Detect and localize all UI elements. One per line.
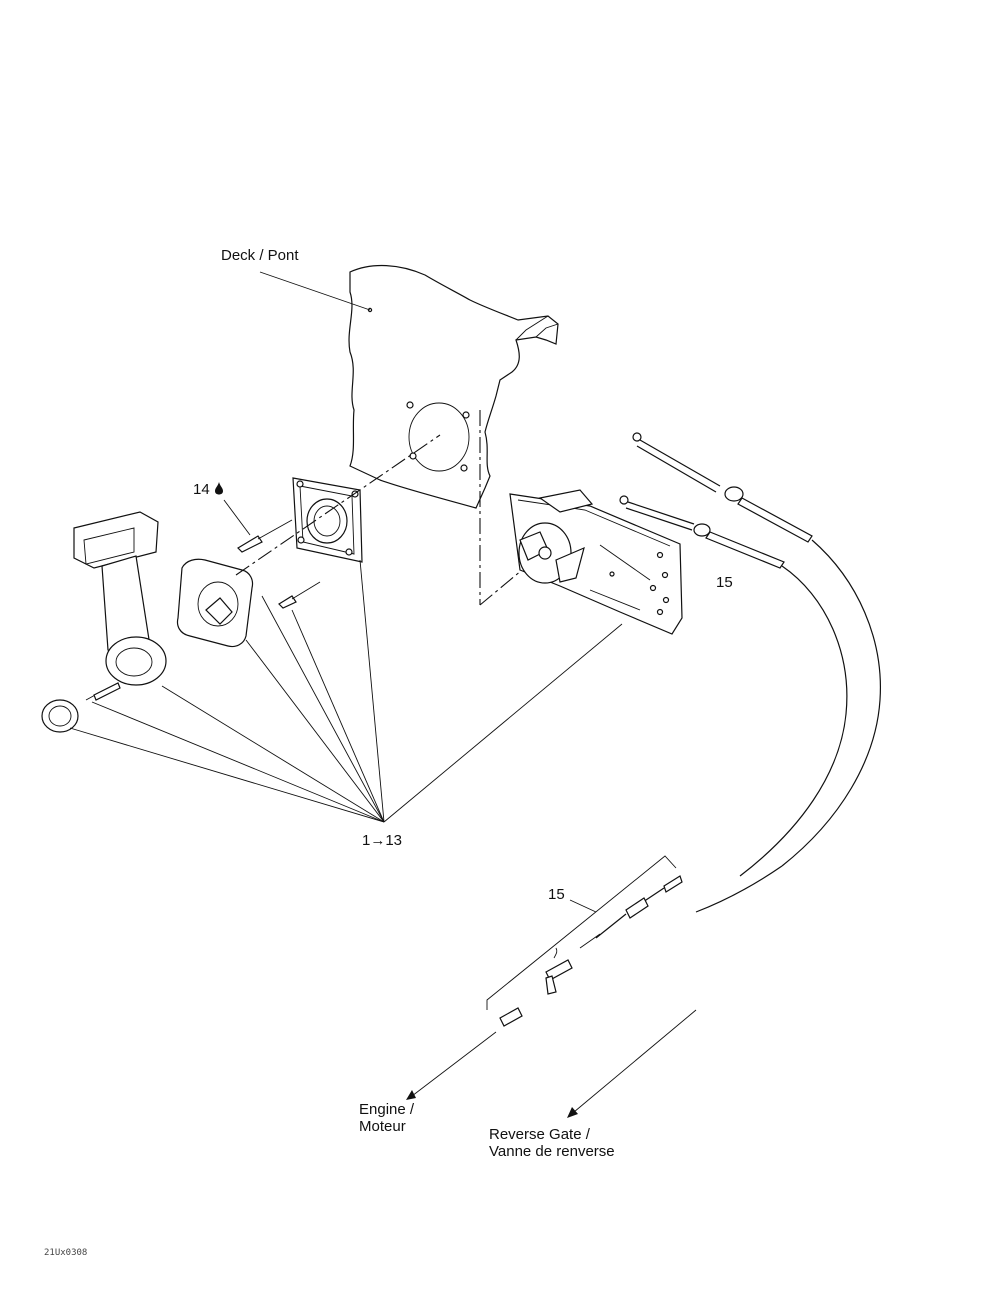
part-15-upper-label: 15 <box>716 574 733 591</box>
range-leader-lines <box>69 559 623 823</box>
reverse-gate-arrow <box>567 1009 697 1118</box>
part-15-lower-bracket <box>486 855 677 1010</box>
range-label: 1→13 <box>362 832 403 849</box>
cable-end-lower <box>545 875 683 995</box>
thread-locker-drop-icon <box>214 482 223 495</box>
housing-plate <box>292 477 363 563</box>
figure-code: 21Ux0308 <box>44 1248 88 1258</box>
engine-label-line1: Engine / <box>359 1101 415 1118</box>
deck-leader-line <box>259 271 371 311</box>
reverse-gate-label-line2: Vanne de renverse <box>489 1143 615 1160</box>
part-15-lower-label: 15 <box>548 886 565 903</box>
throttle-lever <box>73 511 167 686</box>
part-15-lower-leader <box>569 899 597 913</box>
engine-arrow <box>406 1031 497 1100</box>
deck-label: Deck / Pont <box>221 247 299 264</box>
part-14-label: 14 <box>193 481 224 498</box>
reverse-gate-label-line1: Reverse Gate / <box>489 1126 590 1143</box>
deck-panel <box>348 264 559 509</box>
engine-label-line2: Moteur <box>359 1118 406 1135</box>
part-14-number: 14 <box>193 481 210 498</box>
mounting-screw-lower <box>278 581 321 609</box>
cable-sheath <box>695 539 882 913</box>
retaining-ring <box>41 699 79 733</box>
mechanism-bracket <box>509 489 683 635</box>
mounting-screw-upper <box>237 519 293 553</box>
bezel-plate <box>176 558 254 648</box>
lever-screw <box>85 682 121 701</box>
part-14-leader <box>223 499 251 536</box>
cable-end-upper <box>619 432 813 569</box>
alignment-axis-a <box>235 434 441 576</box>
cable-connector <box>499 1007 523 1027</box>
